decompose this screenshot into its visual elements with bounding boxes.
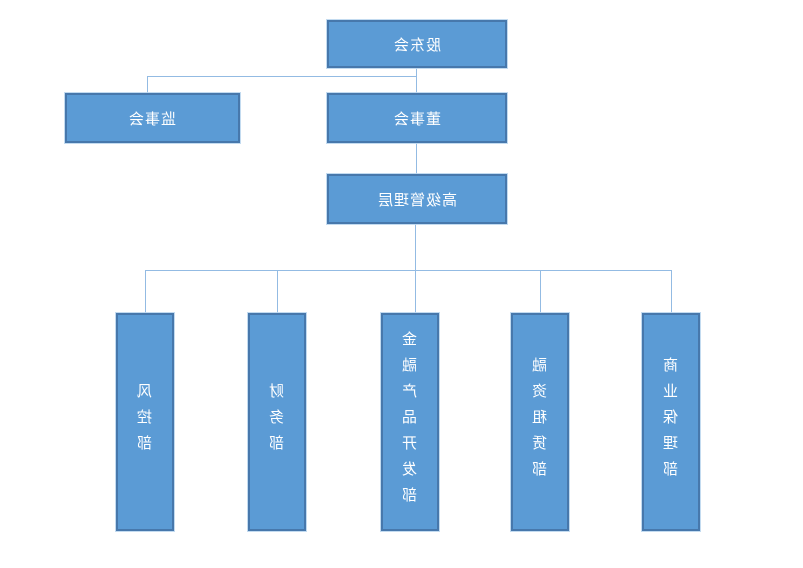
node-board-of-directors-label: 董事会 <box>392 110 441 128</box>
node-dept-financial-product-development-label: 金融产品开发部 <box>401 331 419 513</box>
node-dept-finance: 财务部 <box>248 313 306 531</box>
connector-level1-horizontal <box>147 75 416 77</box>
node-supervisory-board-label: 监事会 <box>128 110 177 128</box>
node-dept-risk-control-label: 风控部 <box>136 383 154 461</box>
node-dept-commercial-factoring-label: 商业保理部 <box>662 357 680 487</box>
connector-to-supervisory-board <box>146 76 148 93</box>
node-senior-management: 高级管理层 <box>327 174 507 224</box>
connector-shareholders-to-board <box>415 68 417 93</box>
node-dept-commercial-factoring: 商业保理部 <box>642 313 700 531</box>
node-shareholders-meeting-label: 股东会 <box>392 36 441 54</box>
node-dept-risk-control: 风控部 <box>116 313 174 531</box>
node-dept-financial-leasing-label: 融资租赁部 <box>531 357 549 487</box>
connector-senior-management-stem <box>414 224 416 313</box>
node-dept-financial-product-development: 金融产品开发部 <box>381 313 439 531</box>
node-supervisory-board: 监事会 <box>65 93 240 143</box>
connector-to-dept-5 <box>670 270 672 313</box>
connector-to-dept-2 <box>276 270 278 313</box>
connector-board-to-senior-management <box>415 143 417 174</box>
node-dept-finance-label: 财务部 <box>268 383 286 461</box>
connector-to-dept-4 <box>539 270 541 313</box>
node-dept-financial-leasing: 融资租赁部 <box>511 313 569 531</box>
connector-to-dept-1 <box>144 270 146 313</box>
node-shareholders-meeting: 股东会 <box>327 20 507 68</box>
node-senior-management-label: 高级管理层 <box>376 191 457 209</box>
node-board-of-directors: 董事会 <box>327 93 507 143</box>
connector-level3-horizontal <box>145 269 671 271</box>
